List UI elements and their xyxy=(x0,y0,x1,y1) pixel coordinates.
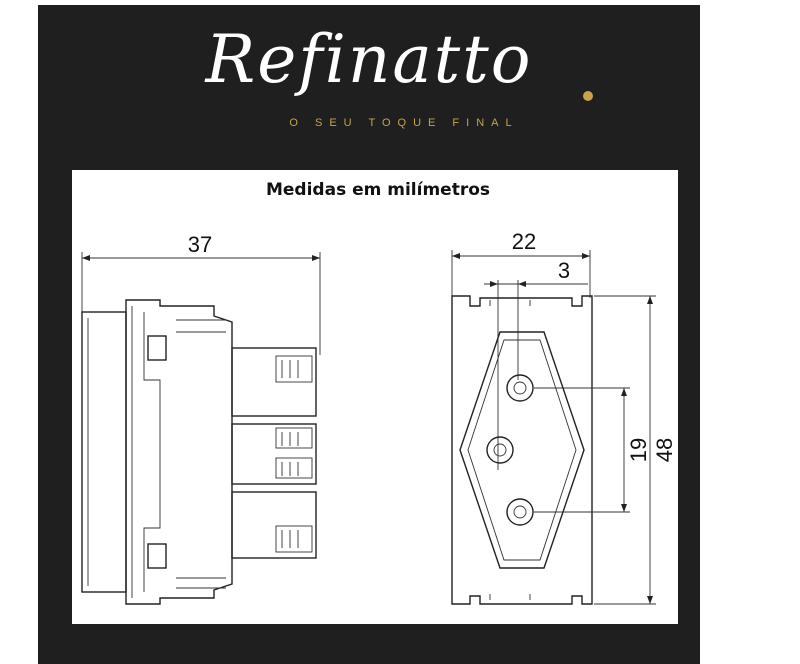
front-module-outline xyxy=(451,295,593,605)
socket-face-inner xyxy=(467,339,577,561)
drawing-panel xyxy=(72,170,678,624)
side-body-inner xyxy=(131,306,161,598)
side-body-lines xyxy=(176,319,226,589)
terminal-block-2 xyxy=(231,423,317,485)
dim-22-arrow-right xyxy=(582,253,590,259)
dim-22-label: 22 xyxy=(512,229,536,254)
side-terminals xyxy=(231,347,317,559)
dim-3-arrow-left xyxy=(490,281,498,287)
dim-37-label: 37 xyxy=(188,232,212,257)
pin-hole-ground xyxy=(486,436,514,464)
side-body xyxy=(125,299,233,605)
dim-19-label: 19 xyxy=(626,438,651,462)
dim-37-arrow-right xyxy=(312,255,320,261)
terminal-screw-4 xyxy=(275,525,313,553)
brand-header: Refinatto O SEU TOQUE FINAL xyxy=(38,5,700,165)
pin-hole-top xyxy=(506,374,534,402)
side-front-plate xyxy=(81,311,127,593)
terminal-threads xyxy=(281,360,299,548)
dim-48-arrow-top xyxy=(647,296,653,304)
drawing-title: Medidas em milímetros xyxy=(265,180,491,200)
front-view: 22 3 19 48 xyxy=(451,229,677,605)
dim-19-arrow-bottom xyxy=(621,504,627,512)
dim-22-arrow-left xyxy=(452,253,460,259)
pin-hole-ground-inner xyxy=(493,443,507,457)
socket-face xyxy=(459,331,585,569)
dim-37-arrow-left xyxy=(82,255,90,261)
brand-logo-text: Refinatto xyxy=(205,21,533,98)
front-module-notches xyxy=(489,300,531,600)
pin-hole-bottom xyxy=(506,498,534,526)
terminal-block-3 xyxy=(231,491,317,559)
side-view: 37 xyxy=(81,232,321,605)
brand-tagline: O SEU TOQUE FINAL xyxy=(289,117,519,129)
dim-19-arrow-top xyxy=(621,388,627,396)
dim-48-label: 48 xyxy=(652,438,677,462)
dim-3-arrow-right xyxy=(518,281,526,287)
terminal-screw-3 xyxy=(275,457,313,479)
pin-hole-top-inner xyxy=(513,381,527,395)
terminal-screw-2 xyxy=(275,427,313,449)
dim-48-arrow-bottom xyxy=(647,596,653,604)
dim-3-label: 3 xyxy=(558,258,570,283)
side-clip-top xyxy=(147,335,167,361)
side-clip-bottom xyxy=(147,543,167,569)
brand-logo-dot xyxy=(583,91,593,101)
terminal-block-1 xyxy=(231,347,317,417)
pin-hole-bottom-inner xyxy=(513,505,527,519)
terminal-screw-1 xyxy=(275,355,313,383)
